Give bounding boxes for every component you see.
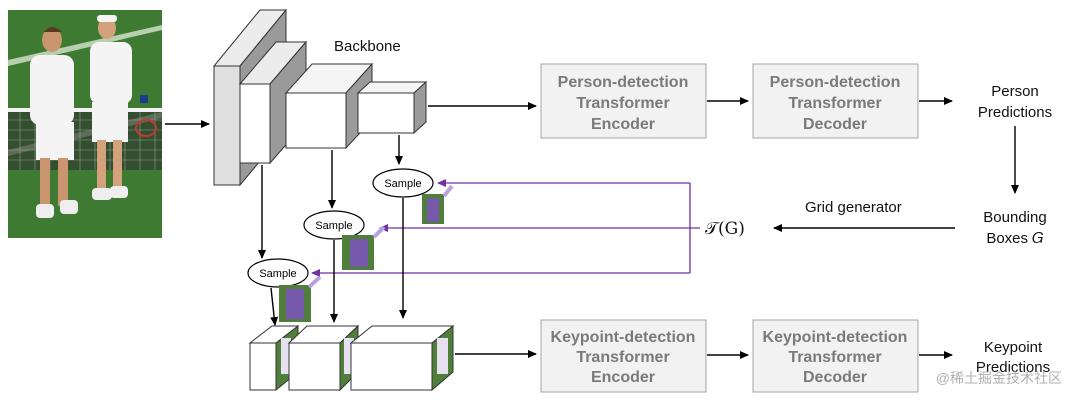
input-photo	[8, 10, 162, 238]
keypoint-predictions-label-line2: Predictions	[976, 359, 1050, 376]
person-encoder-line3: Encoder	[591, 116, 655, 133]
sample-1-label: Sample	[384, 178, 421, 190]
crop-thumbnail-1	[422, 184, 454, 224]
sample-3-label: Sample	[259, 268, 296, 280]
keypoint-decoder-line3: Decoder	[803, 369, 867, 386]
keypoint-decoder-line1: Keypoint-detection	[763, 329, 908, 346]
person-predictions-label-line2: Predictions	[978, 104, 1052, 121]
person-decoder-line1: Person-detection	[770, 74, 901, 91]
person-detection-encoder: Person-detection Transformer Encoder	[540, 63, 707, 139]
crop-thumbnail-2	[342, 225, 386, 270]
person-decoder-line2: Transformer	[788, 95, 881, 112]
keypoint-predictions-label-line1: Keypoint	[984, 339, 1043, 356]
sample-node-2: Sample	[303, 210, 365, 240]
sampled-feature-blocks	[248, 324, 455, 392]
sample-2-label: Sample	[315, 220, 352, 232]
bounding-boxes-label-line1: Bounding	[983, 209, 1046, 226]
sample-node-1: Sample	[372, 168, 434, 198]
backbone-label: Backbone	[334, 38, 401, 55]
bounding-boxes-label-line2: Boxes 𝐺	[986, 230, 1043, 247]
person-decoder-line3: Decoder	[803, 116, 867, 133]
backbone-blocks	[212, 8, 428, 187]
person-detection-decoder: Person-detection Transformer Decoder	[752, 63, 919, 139]
purple-grid-connectors	[311, 179, 700, 277]
person-encoder-line1: Person-detection	[558, 74, 689, 91]
transform-label: 𝒯(G)	[705, 219, 745, 239]
crop-thumbnail-3	[279, 275, 322, 322]
keypoint-detection-decoder: Keypoint-detection Transformer Decoder	[752, 319, 919, 393]
arrow-sample3-to-features	[270, 287, 279, 326]
person-predictions-label-line1: Person	[991, 83, 1039, 100]
keypoint-detection-encoder: Keypoint-detection Transformer Encoder	[540, 319, 707, 393]
grid-generator-label: Grid generator	[805, 199, 902, 216]
keypoint-encoder-line3: Encoder	[591, 369, 655, 386]
person-encoder-line2: Transformer	[576, 95, 669, 112]
keypoint-decoder-line2: Transformer	[788, 349, 881, 366]
keypoint-encoder-line1: Keypoint-detection	[551, 329, 696, 346]
keypoint-encoder-line2: Transformer	[576, 349, 669, 366]
sample-node-3: Sample	[247, 258, 309, 288]
watermark-text: @稀土掘金技术社区	[936, 370, 1062, 386]
